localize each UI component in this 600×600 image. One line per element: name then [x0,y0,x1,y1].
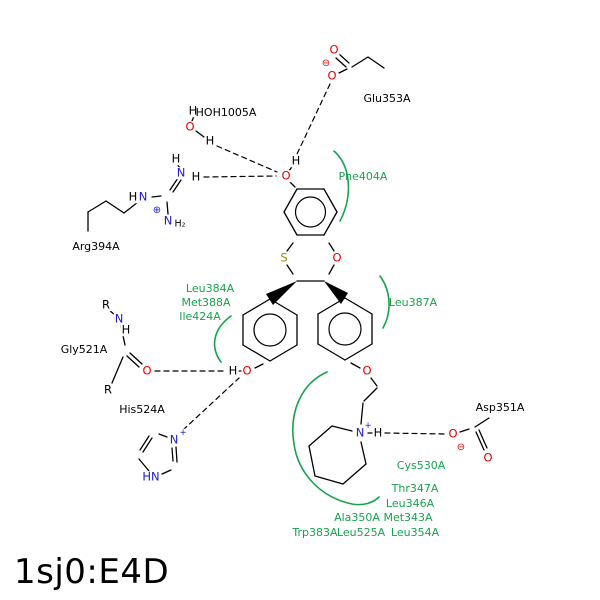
atom-label: N [113,311,125,326]
atom-label: + [179,427,187,438]
residue-label-his524a: His524A [119,402,165,416]
bond-lines [87,53,490,485]
atom-label: ⊕ [152,205,162,216]
contact-arc-leu384-group [213,315,232,363]
atom-label: + [364,420,372,431]
atom-label: N [354,425,366,440]
residue-label-hoh1005a: HOH1005A [195,105,257,119]
wedge-bonds [266,281,348,305]
atom-label: O [328,42,340,57]
hydrophobic-contact-arcs [213,150,390,506]
residue-label-leu387a: Leu387A [388,295,438,309]
atom-label: H [127,189,139,204]
atom-label: O [184,119,196,134]
residue-label-met343a: Met343A [383,510,433,524]
residue-label-phe404a: Phe404A [338,169,388,183]
diagram-title: 1sj0:E4D [14,552,170,592]
aromatic-circles [253,196,362,347]
atom-label: O [482,450,494,465]
residue-label-ile424a: Ile424A [179,309,221,323]
atom-label: H [290,153,302,168]
residue-label-met388a: Met388A [181,295,231,309]
contact-arc-leu387 [379,275,390,329]
residue-label-leu354a: Leu354A [390,525,440,539]
atom-label: S [279,250,289,265]
residue-label-gly521a: Gly521A [60,342,108,356]
atom-label: O [331,250,343,265]
atom-label: HN [141,469,161,484]
atom-label: O [447,426,459,441]
atom-label: H [187,103,199,118]
atom-label: O [280,168,292,183]
contact-arc-phe404 [333,150,350,222]
atom-label: H [120,322,132,337]
atom-label: N [162,213,174,228]
atom-label: H [170,151,182,166]
atom-label: O [141,363,153,378]
atom-label: N [175,165,187,180]
contact-arc-pocket-bottom [292,371,380,506]
atom-label: ⊖ [456,442,466,453]
residue-label-leu525a: Leu525A [336,525,386,539]
atom-label: N [137,189,149,204]
atom-label: N [168,432,180,447]
residue-label-leu384a: Leu384A [185,281,235,295]
atom-label: O [241,363,253,378]
wedge-bond-right [324,281,348,304]
atom-label: H [190,169,202,184]
residue-label-ala350a: Ala350A [334,510,380,524]
residue-label-leu346a: Leu346A [385,496,435,510]
residue-label-glu353a: Glu353A [363,91,411,105]
atom-label: O [361,363,373,378]
wedge-bond-left [266,281,297,305]
residue-label-thr347a: Thr347A [391,481,439,495]
atom-label: O [326,68,338,83]
residue-label-trp383a: Trp383A [292,525,338,539]
atom-label: H [372,425,384,440]
atom-label: H₂ [174,218,186,230]
hydrogen-bond-lines [154,83,446,435]
residue-label-cys530a: Cys530A [396,458,446,472]
atom-label: H [227,363,239,378]
residue-label-asp351a: Asp351A [475,400,525,414]
atom-label: R [103,382,113,397]
residue-label-arg394a: Arg394A [72,239,120,253]
atom-label: H [204,133,216,148]
atom-label: R [101,297,111,312]
atom-label: ⊖ [321,58,331,69]
